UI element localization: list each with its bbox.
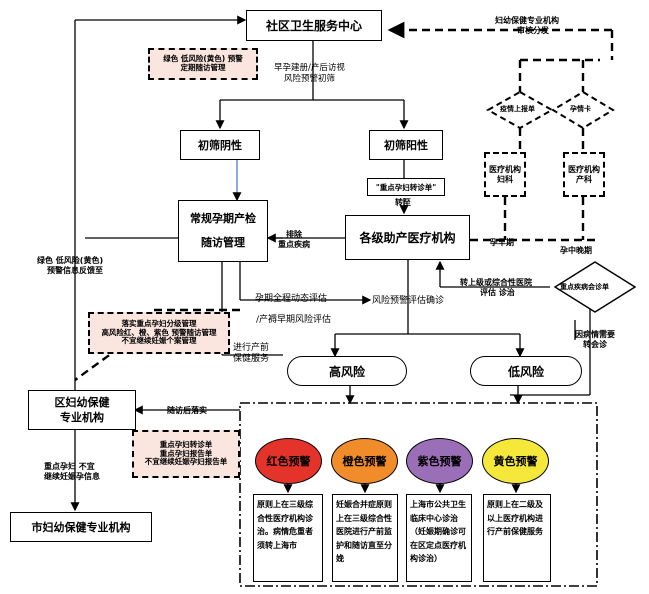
screen-positive: 初筛阳性	[369, 130, 443, 160]
prenatal-service: 进行产前 保健服务	[233, 343, 269, 366]
green-feedback-line2: 预警信息反馈至	[47, 265, 103, 275]
report-forms-note: 重点孕妇转诊单 重点孕妇报告单 不宜继续妊娠孕妇报告单	[132, 430, 240, 478]
med-gyn-line1: 医疗机构	[489, 165, 521, 175]
med-obstetrics: 医疗机构 产科	[563, 152, 605, 197]
report-upper-form: 疫情上报单	[500, 105, 535, 113]
exclude-line1: 排除	[286, 230, 302, 239]
postpartum-eval: /产褥早期风险评估	[256, 315, 332, 325]
key-unfit-info: 重点孕妇 不宜 继续妊娠孕信息	[44, 462, 100, 481]
med-obs-line2: 产科	[576, 174, 592, 184]
exclude-line2: 重点疾病	[278, 239, 310, 249]
impl-line1: 落实重点孕妇分级管理	[121, 319, 197, 329]
report-line2: 重点孕妇报告单	[159, 448, 213, 458]
warning-yellow: 黄色预警	[482, 438, 549, 484]
district-line2: 专业机构	[60, 411, 104, 424]
refer-upper-line2: 评估 诊治	[480, 287, 515, 297]
green-note-line1: 绿色 低风险(黄色) 预警	[163, 54, 243, 64]
key-referral-note: "重点孕妇转诊单"	[367, 178, 445, 196]
early-label-line1: 早孕建册/产后访视	[274, 63, 345, 73]
refer-upper-line1: 转上级或综合性医院	[460, 278, 532, 287]
city-maternal-org: 市妇幼保健专业机构	[10, 512, 152, 542]
maternal-care-line2: 审核分发	[517, 25, 549, 35]
impl-line3: 不宜继续妊娠个案管理	[121, 336, 197, 346]
key-unfit-line1: 重点孕妇 不宜	[44, 462, 95, 471]
dynamic-eval: 孕期全程动态评估	[255, 294, 328, 304]
yellow-warning-desc: 原则上在二级及以上医疗机构进行产前保健服务	[483, 494, 551, 582]
routine-care: 常规孕期产检 随访管理	[178, 200, 268, 262]
pregnancy-card: 孕情卡	[570, 105, 591, 113]
impl-line2: 高风险红、橙、紫色 预警随访管理	[101, 327, 217, 337]
green-feedback-line1: 绿色 低风险(黄色)	[37, 256, 104, 265]
screen-negative: 初筛阴性	[180, 130, 260, 160]
purple-warning-desc: 上海市公共卫生临床中心诊治（妊娠期确诊可在区定点医疗机构诊治）	[406, 494, 472, 582]
key-consult: 重点疾病会诊单	[560, 283, 609, 291]
early-pregnancy: 孕早期	[490, 238, 514, 247]
prenatal-line2: 保健服务	[233, 354, 270, 365]
risk-confirm: 风险预警评估确诊	[372, 296, 445, 306]
consult-reason: 因病情需要 转会诊	[575, 330, 615, 349]
district-line1: 区妇幼保健	[54, 395, 110, 409]
green-note-line2: 定期随访管理	[180, 63, 226, 72]
med-gynecology: 医疗机构 妇科	[484, 152, 526, 197]
red-warning-desc: 原则上在三级综合性医疗机构诊治。病情危重者须转上海市	[253, 494, 323, 582]
mid-late-pregnancy: 孕中晚期	[560, 246, 592, 255]
med-gyn-line2: 妇科	[497, 174, 513, 184]
exclude-label: 排除 重点疾病	[278, 230, 310, 249]
orange-warning-desc: 妊娠合并症原则上在三级综合性医院进行产前监护和随访直至分娩	[332, 494, 398, 582]
med-obs-line1: 医疗机构	[568, 165, 600, 175]
key-referral-to: 转至	[395, 198, 411, 207]
green-feedback: 绿色 低风险(黄色) 预警信息反馈至	[37, 256, 103, 275]
early-label-line2: 风险预警初筛	[284, 73, 336, 84]
followup-label: 随访后落实	[167, 406, 207, 415]
district-maternal-org: 区妇幼保健 专业机构	[28, 390, 136, 430]
key-unfit-line2: 继续妊娠孕信息	[44, 471, 100, 481]
maternal-care-org: 妇幼保健专业机构 审核分发	[495, 16, 559, 35]
community-health-center: 社区卫生服务中心	[246, 10, 382, 41]
implement-management-note: 落实重点孕妇分级管理 高风险红、橙、紫色 预警随访管理 不宜继续妊娠个案管理	[88, 312, 230, 354]
routine-line2: 随访管理	[201, 236, 245, 249]
prenatal-line1: 进行产前	[233, 343, 270, 353]
maternal-care-line1: 妇幼保健专业机构	[495, 16, 559, 25]
warning-orange: 橙色预警	[331, 438, 398, 484]
midwifery-institution: 各级助产医疗机构	[345, 215, 470, 260]
green-low-risk-note: 绿色 低风险(黄色) 预警 定期随访管理	[148, 48, 258, 80]
routine-line1: 常规孕期产检	[190, 211, 256, 225]
warning-red: 红色预警	[255, 438, 322, 484]
early-label: 早孕建册/产后访视 风险预警初筛	[274, 63, 345, 84]
warning-purple: 紫色预警	[406, 438, 473, 484]
refer-upper: 转上级或综合性医院 评估 诊治	[460, 278, 532, 297]
high-risk: 高风险	[287, 356, 407, 386]
report-line3: 不宜继续妊娠孕妇报告单	[144, 457, 228, 467]
low-risk: 低风险	[470, 356, 582, 386]
consult-line1: 因病情需要	[575, 330, 615, 339]
report-line1: 重点孕妇转诊单	[159, 440, 213, 450]
consult-line2: 转会诊	[583, 339, 607, 349]
